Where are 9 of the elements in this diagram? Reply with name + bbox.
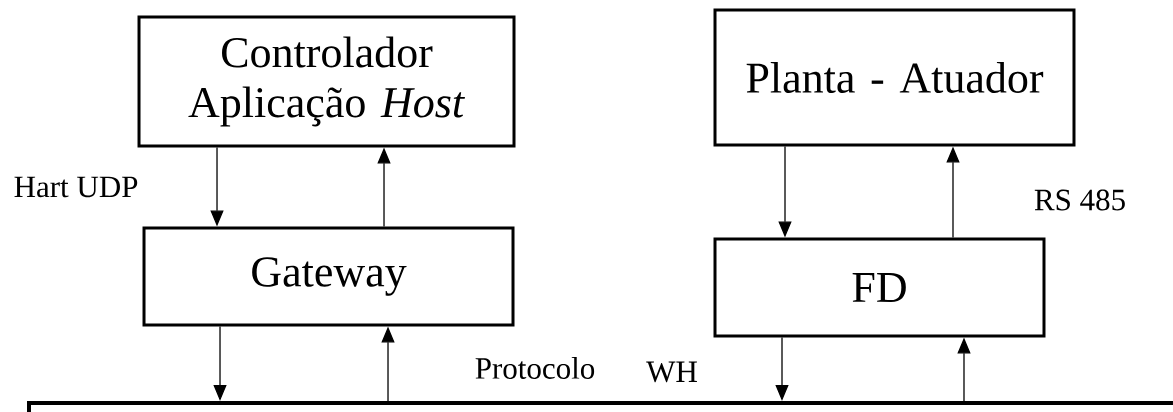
protocol-label: Protocolo	[475, 357, 595, 379]
process-box: FD	[713, 237, 1046, 338]
protocol-label: Hart UDP	[14, 176, 138, 198]
process-box: Planta - Atuador	[713, 8, 1076, 147]
bus-bar	[27, 401, 1173, 412]
protocol-label: RS 485	[1034, 189, 1125, 211]
process-box: Gateway	[142, 226, 515, 327]
process-box: Controlador Aplicação Host	[137, 15, 516, 148]
protocol-label: WH	[646, 361, 697, 383]
